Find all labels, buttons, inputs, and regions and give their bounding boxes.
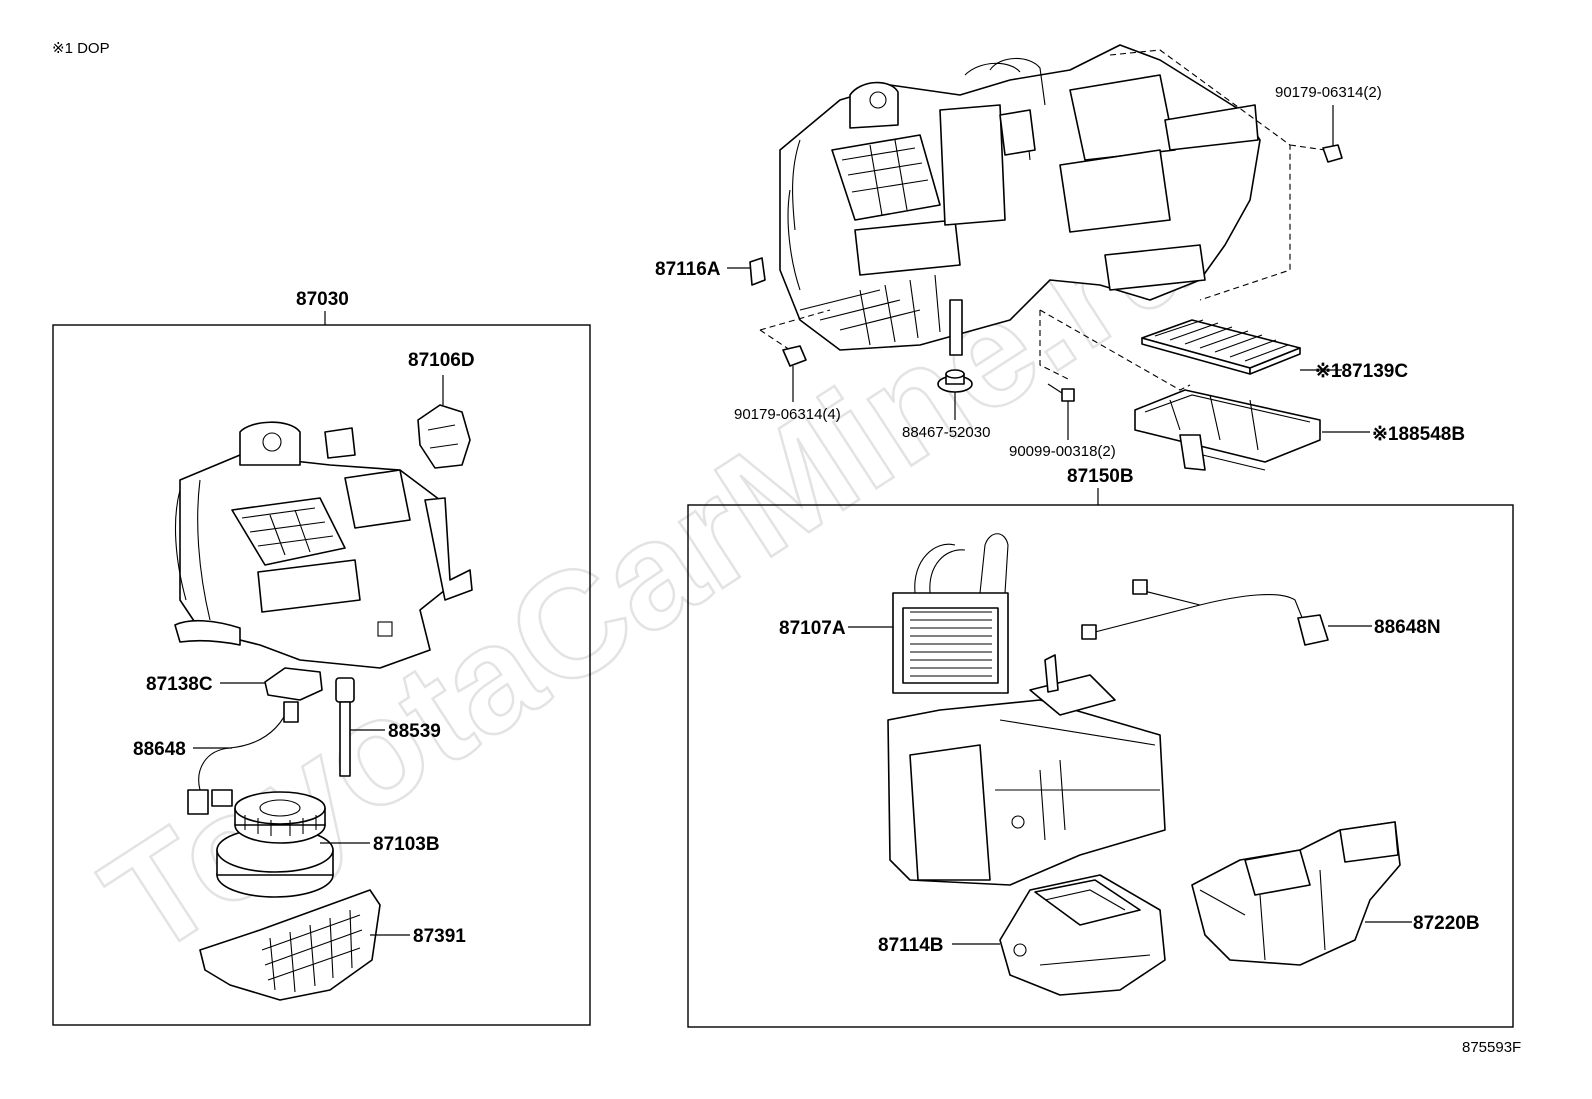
part-90179-2-drawing <box>1322 105 1343 163</box>
part-87138C-drawing <box>220 667 323 701</box>
label-87114B: 87114B <box>878 935 944 956</box>
dop-note: ※1 DOP <box>52 40 110 57</box>
part-88648N-drawing <box>1081 579 1372 646</box>
left-assembly-group: 87030 87106D 87 <box>52 289 591 1026</box>
label-87391: 87391 <box>413 926 466 947</box>
heater-unit-drawing <box>174 421 473 669</box>
label-87139C: ※187139C <box>1315 361 1408 382</box>
label-88648: 88648 <box>133 739 186 760</box>
part-87107A-drawing <box>848 533 1009 694</box>
label-90099-00318-2: 90099-00318(2) <box>1009 443 1116 460</box>
evaporator-case-drawing <box>887 654 1166 886</box>
label-88548B: ※188548B <box>1372 424 1465 445</box>
part-87114B-drawing <box>952 874 1166 996</box>
part-87103B-drawing <box>216 791 370 898</box>
part-90179-4-drawing <box>782 345 807 402</box>
label-87107A: 87107A <box>779 618 846 639</box>
part-87391-drawing <box>199 889 410 1001</box>
left-assembly-frame <box>52 324 591 1026</box>
right-assembly-frame <box>687 504 1514 1028</box>
label-90179-06314-2: 90179-06314(2) <box>1275 84 1382 101</box>
label-90179-06314-4: 90179-06314(4) <box>734 406 841 423</box>
part-87220B-drawing <box>1191 821 1412 966</box>
label-87106D: 87106D <box>408 350 475 371</box>
upper-assembly-drawing <box>759 44 1326 391</box>
label-88467-52030: 88467-52030 <box>902 424 990 441</box>
part-88548B-drawing <box>1134 389 1370 471</box>
label-87030: 87030 <box>296 289 349 310</box>
label-87138C: 87138C <box>146 674 213 695</box>
right-assembly-group: 87150B 87107A 88648N <box>687 466 1514 1028</box>
label-87103B: 87103B <box>373 834 440 855</box>
label-88539: 88539 <box>388 721 441 742</box>
label-88648N: 88648N <box>1374 617 1441 638</box>
diagram-code: 875593F <box>1462 1039 1521 1056</box>
part-87116A-drawing <box>727 257 766 286</box>
label-87220B: 87220B <box>1413 913 1480 934</box>
part-88467-drawing <box>937 369 973 420</box>
part-88648-drawing <box>187 701 299 815</box>
label-87150B: 87150B <box>1067 466 1134 487</box>
part-87106D-drawing <box>417 375 471 469</box>
part-90099-drawing <box>1047 383 1075 440</box>
part-88539-drawing <box>335 677 385 777</box>
label-87116A: 87116A <box>655 259 721 280</box>
part-87139C-drawing <box>1141 319 1342 375</box>
